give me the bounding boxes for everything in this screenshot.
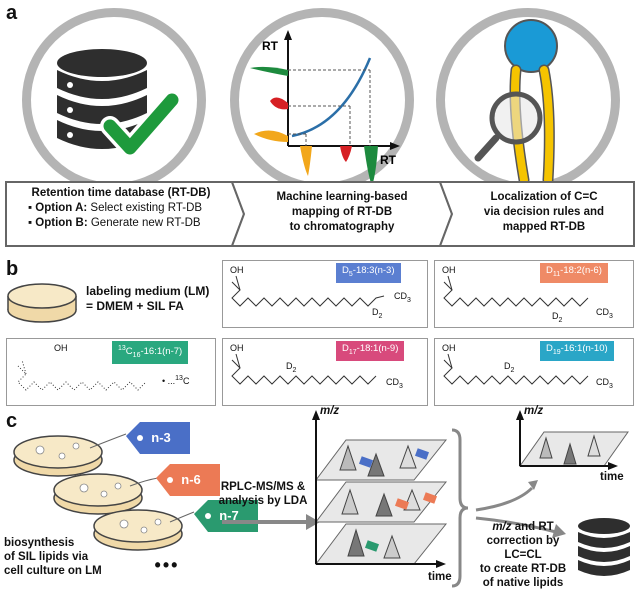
workflow-panel-c (13, 410, 630, 588)
step1-title: Retention time database (RT-DB) (31, 187, 211, 199)
cd3-label-d11: CD3 (596, 307, 613, 320)
d2-label-d5: D2 (372, 307, 383, 320)
d2-label-d19: D2 (504, 361, 515, 374)
cd3-label-d19: CD3 (596, 377, 613, 390)
oh-label-c13: OH (54, 343, 68, 353)
mz-label-native: m/z (524, 405, 544, 417)
more-dots: ••• (154, 555, 180, 575)
magnifier-icon (489, 91, 543, 145)
checkmark-icon (103, 93, 179, 155)
tag-d5-18-3: D5-18:3(n-3) (336, 263, 401, 283)
oh-label-d19: OH (442, 343, 456, 353)
tag-n7-label: n-7 (219, 508, 239, 523)
tag-d19-16-1: D19-16:1(n-10) (540, 341, 614, 361)
panel-letter-c: c (6, 410, 18, 432)
option-a: ▪ Option A: Select existing RT-DB (28, 202, 203, 214)
c13-legend: • ...13C (162, 375, 190, 386)
cd3-label-d5: CD3 (394, 291, 411, 304)
native-db-icon (578, 518, 630, 576)
cd3-label-d17: CD3 (386, 377, 403, 390)
rt-mapping-chart: RT RT (250, 30, 400, 186)
rplc-text: RPLC-MS/MS &analysis by LDA (218, 481, 308, 507)
magnifier-handle (474, 134, 500, 162)
n6-tag-shape (156, 464, 220, 496)
tag-d17-18-1: D17-18:1(n-9) (336, 341, 405, 361)
petri-dish-icon (7, 283, 77, 323)
tag-n6-label: n-6 (181, 472, 201, 487)
option-b: ▪ Option B: Generate new RT-DB (28, 217, 201, 229)
correction-text: m/z and RT correction by LC=CL to create… (479, 521, 567, 589)
step1-text: Retention time database (RT-DB) ▪ Option… (14, 186, 228, 231)
panel-letter-b: b (6, 258, 19, 280)
database-icon (57, 49, 182, 158)
oh-label-d17: OH (230, 343, 244, 353)
n3-tag-shape (126, 422, 190, 454)
chart-x-axis-label: RT (380, 153, 397, 167)
workflow-chevrons (5, 181, 635, 247)
chart-y-axis-label: RT (262, 39, 279, 53)
tag-c13-16-1: 13C16-16:1(n-7) (112, 341, 189, 365)
lipid-magnifier-icon (474, 19, 558, 186)
d2-label-d17: D2 (286, 361, 297, 374)
labeling-medium-text: labeling medium (LM) = DMEM + SIL FA (86, 284, 210, 313)
time-label-native: time (600, 471, 624, 483)
d2-label-d11: D2 (552, 311, 563, 324)
chevron-step-3 (438, 181, 635, 247)
oh-label-d11: OH (442, 265, 456, 275)
mz-label-stack: m/z (320, 405, 340, 417)
oh-label-d5: OH (230, 265, 244, 275)
time-label-stack: time (428, 571, 452, 583)
lipid-head-icon (504, 19, 558, 73)
tag-d11-18-2: D11-18:2(n-6) (540, 263, 608, 283)
panel-letter-a: a (6, 2, 18, 24)
tag-n3-label: n-3 (151, 430, 171, 445)
